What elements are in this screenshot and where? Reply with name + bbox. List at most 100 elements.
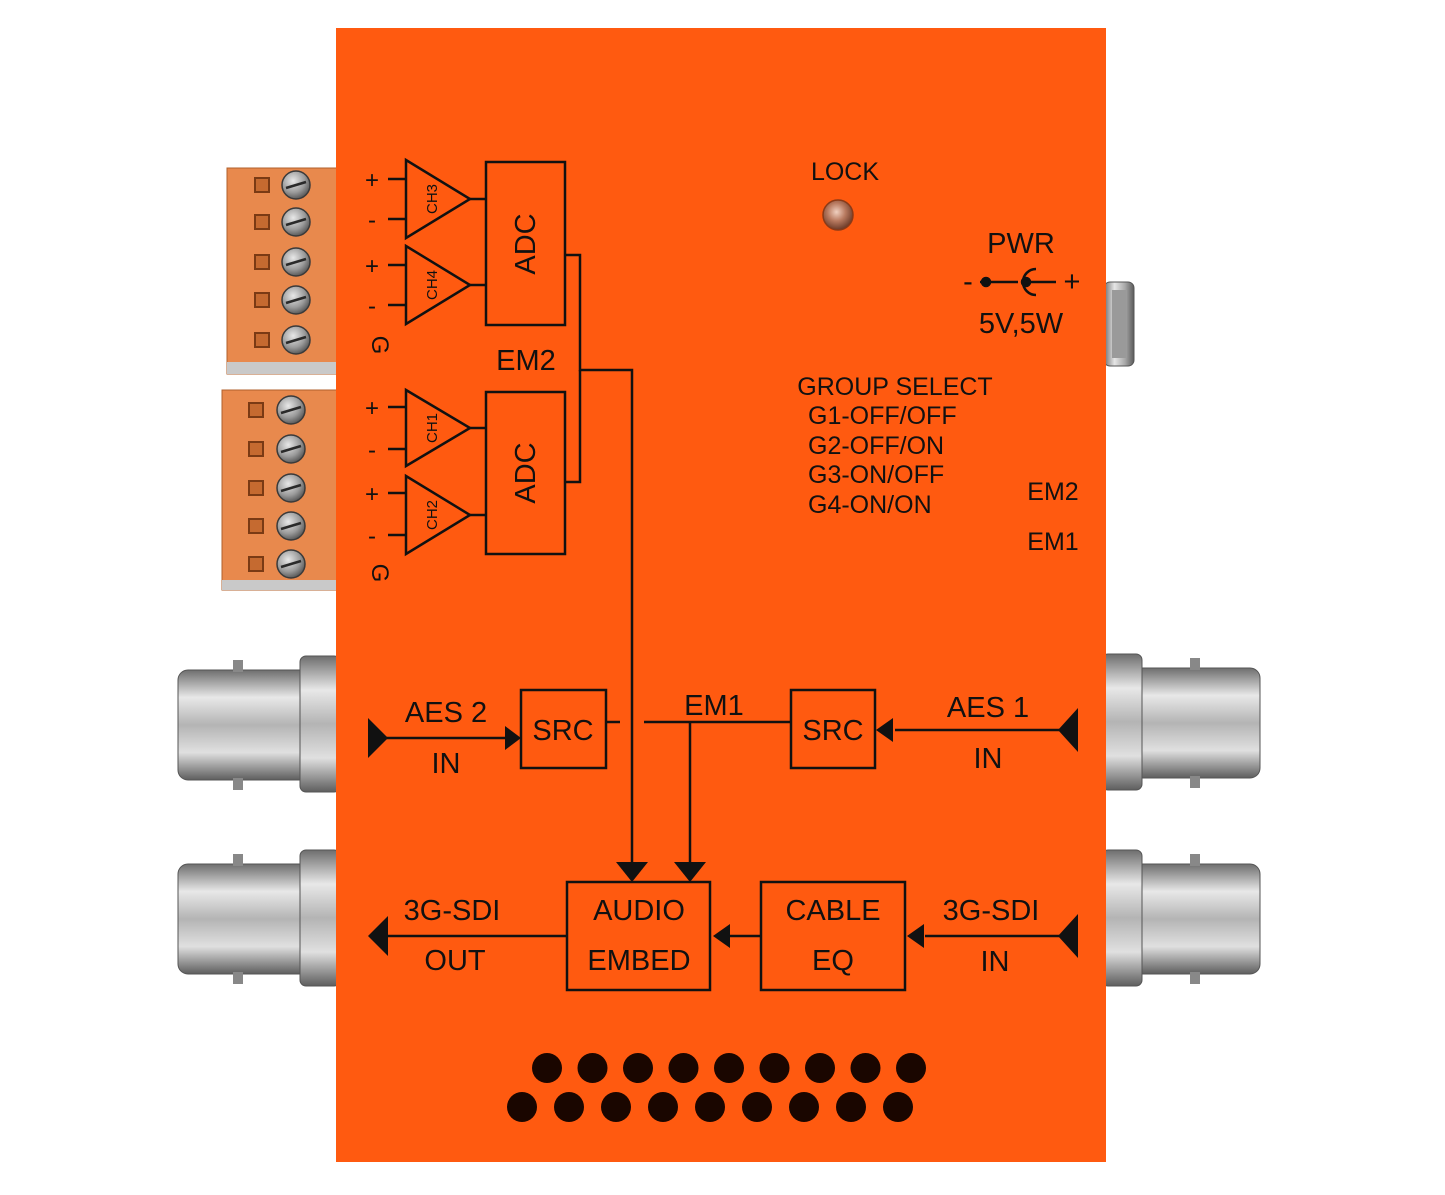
em2-bus-label: EM2 bbox=[496, 345, 556, 377]
term-upper-ground: G bbox=[366, 336, 393, 355]
lock-led bbox=[822, 199, 854, 231]
cable-eq-box bbox=[759, 880, 907, 992]
adc-box-lower bbox=[484, 390, 567, 556]
vent-hole bbox=[805, 1053, 835, 1083]
vent-hole bbox=[668, 1053, 699, 1083]
vent-hole bbox=[532, 1053, 562, 1083]
term-upper-plus-2: + bbox=[365, 253, 379, 280]
term-upper-minus-1: - bbox=[368, 207, 376, 234]
term-lower-ground: G bbox=[366, 564, 393, 583]
terminal-wire-hole bbox=[254, 332, 270, 348]
terminal-wire-hole bbox=[248, 518, 264, 534]
aes2-dir: IN bbox=[432, 748, 461, 780]
vent-hole bbox=[577, 1053, 608, 1083]
screw-slot bbox=[285, 257, 307, 267]
em1-bus-label: EM1 bbox=[684, 690, 744, 722]
screw-slot bbox=[285, 295, 307, 305]
terminal-wire-hole bbox=[254, 254, 270, 270]
group-select-title: GROUP SELECT bbox=[797, 373, 992, 401]
group-option-1: G1-OFF/OFF bbox=[808, 402, 957, 430]
term-upper-plus-1: + bbox=[365, 167, 379, 194]
amp-ch3-icon bbox=[404, 157, 473, 241]
sdi-out-label: 3G-SDI bbox=[404, 895, 501, 927]
terminal-wire-hole bbox=[254, 292, 270, 308]
signal-arrows bbox=[368, 708, 1078, 958]
amp-ch2-label: CH2 bbox=[424, 500, 441, 530]
src-box-left bbox=[519, 688, 608, 770]
pwr-rating: 5V,5W bbox=[979, 308, 1064, 340]
term-lower-minus-1: - bbox=[368, 437, 376, 464]
amp-ch1-label: CH1 bbox=[424, 413, 441, 443]
terminal-wire-hole bbox=[254, 214, 270, 230]
lock-label: LOCK bbox=[811, 158, 879, 186]
term-lower-minus-2: - bbox=[368, 523, 376, 550]
pwr-title: PWR bbox=[987, 228, 1055, 260]
terminal-wire-hole bbox=[248, 480, 264, 496]
aes2-label: AES 2 bbox=[405, 697, 487, 729]
dc-polarity-icon bbox=[980, 267, 1056, 297]
screw-slot bbox=[285, 217, 307, 227]
amp-ch4-icon bbox=[404, 243, 473, 327]
sdi-in-label: 3G-SDI bbox=[943, 895, 1040, 927]
device-body bbox=[336, 28, 1106, 1162]
bnc-connector-aes1-in[interactable] bbox=[1101, 653, 1261, 791]
vent-hole bbox=[850, 1053, 881, 1083]
cable-eq-line2: EQ bbox=[812, 945, 854, 977]
group-option-3: G3-ON/OFF bbox=[808, 461, 944, 489]
sdi-out-dir: OUT bbox=[424, 945, 486, 977]
screw-slot bbox=[285, 180, 307, 190]
sdi-in-dir: IN bbox=[981, 946, 1010, 978]
bnc-connector-aes2-in[interactable] bbox=[177, 655, 341, 793]
src-label-left: SRC bbox=[532, 715, 593, 747]
screw-slot bbox=[280, 521, 302, 531]
screw-slot bbox=[280, 483, 302, 493]
power-jack[interactable] bbox=[1103, 281, 1135, 367]
switch-label-em2: EM2 bbox=[1027, 478, 1078, 506]
screw-slot bbox=[280, 444, 302, 454]
audio-embed-line2: EMBED bbox=[587, 945, 690, 977]
vent-hole bbox=[601, 1092, 631, 1122]
amp-ch3-label: CH3 bbox=[424, 184, 441, 214]
amp-ch4-label: CH4 bbox=[424, 270, 441, 300]
terminal-wire-hole bbox=[254, 177, 270, 193]
term-lower-plus-1: + bbox=[365, 395, 379, 422]
term-lower-plus-2: + bbox=[365, 481, 379, 508]
terminal-wire-hole bbox=[248, 556, 264, 572]
amp-ch2-icon bbox=[404, 473, 473, 557]
group-option-2: G2-OFF/ON bbox=[808, 432, 944, 460]
vent-hole bbox=[507, 1092, 537, 1122]
vent-hole bbox=[883, 1092, 913, 1122]
group-option-4: G4-ON/ON bbox=[808, 491, 932, 519]
screw-slot bbox=[280, 559, 302, 569]
switch-label-em1: EM1 bbox=[1027, 528, 1078, 556]
terminal-wire-hole bbox=[248, 402, 264, 418]
bnc-connector-sdi-in[interactable] bbox=[1101, 849, 1261, 987]
cable-eq-line1: CABLE bbox=[785, 895, 880, 927]
adc-box-upper bbox=[484, 160, 567, 327]
aes1-dir: IN bbox=[974, 743, 1003, 775]
aes1-label: AES 1 bbox=[947, 692, 1029, 724]
vent-hole bbox=[714, 1053, 744, 1083]
vent-hole bbox=[789, 1092, 819, 1122]
bnc-connector-sdi-out[interactable] bbox=[177, 849, 341, 987]
screw-slot bbox=[280, 405, 302, 415]
pwr-plus: + bbox=[1064, 266, 1081, 298]
screw-slot bbox=[285, 335, 307, 345]
vent-hole bbox=[554, 1092, 584, 1122]
pwr-minus: - bbox=[963, 266, 973, 298]
term-upper-minus-2: - bbox=[368, 293, 376, 320]
amp-ch1-icon bbox=[404, 387, 473, 469]
vent-holes bbox=[507, 1053, 926, 1122]
terminal-wire-hole bbox=[248, 441, 264, 457]
vent-hole bbox=[695, 1092, 725, 1122]
vent-hole bbox=[623, 1053, 653, 1083]
src-label-right: SRC bbox=[802, 715, 863, 747]
vent-hole bbox=[759, 1053, 790, 1083]
adc-label-lower: ADC bbox=[510, 442, 542, 503]
audio-embed-box bbox=[565, 880, 712, 992]
vent-hole bbox=[836, 1092, 866, 1122]
signal-wiring bbox=[380, 177, 1065, 938]
audio-embed-line1: AUDIO bbox=[593, 895, 685, 927]
src-box-right bbox=[789, 688, 877, 770]
